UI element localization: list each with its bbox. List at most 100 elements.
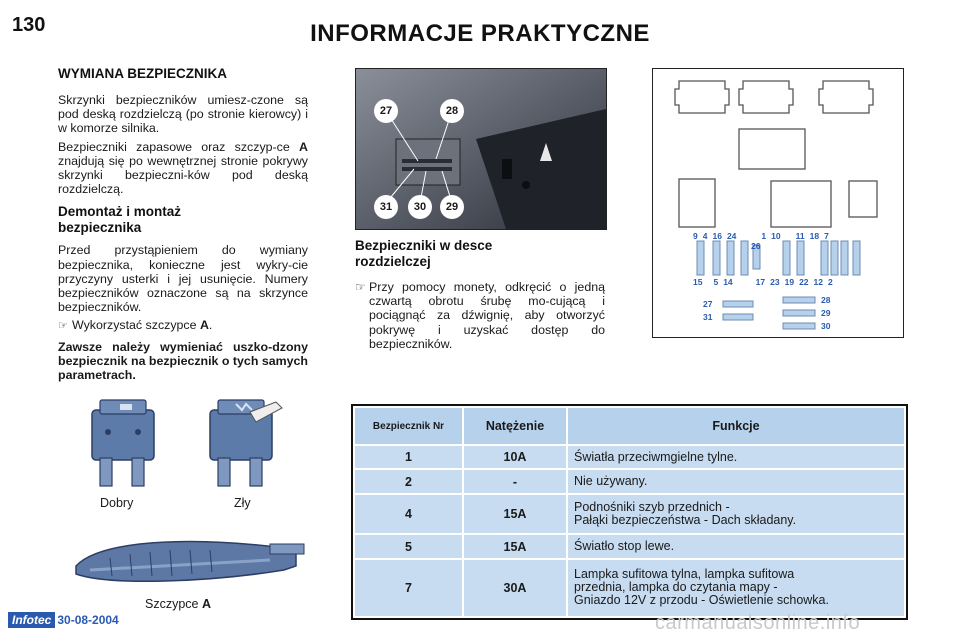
column-header-functions: Funkcje	[566, 406, 906, 446]
subheading-line: bezpiecznika	[58, 220, 142, 236]
column-header-fuse-number: Bezpiecznik Nr	[353, 406, 464, 446]
fuse-number: 14	[723, 277, 733, 287]
amperage-cell: 15A	[462, 533, 568, 560]
fuse-number: 9	[693, 231, 698, 241]
fuse-number: 31	[703, 312, 713, 322]
fuse-number: 26	[751, 241, 761, 251]
pliers-icon	[75, 540, 305, 582]
pliers-label-bold: A	[201, 597, 211, 611]
fuse-number: 2	[828, 277, 833, 287]
column-header-amperage: Natężenie	[462, 406, 568, 446]
intro-paragraph: Skrzynki bezpieczników umiesz-czone są p…	[58, 93, 308, 136]
function-line: Podnośniki szyb przednich -	[574, 500, 730, 515]
subheading: Demontaż i montaż bezpiecznika	[58, 204, 308, 236]
table-row: 1 10A Światła przeciwmgielne tylne.	[353, 443, 906, 471]
photo-callout: 27	[374, 99, 398, 123]
table-row: 2 - Nie używany.	[353, 468, 906, 495]
fuse-numbers-left: 27 31	[703, 298, 712, 324]
fuse-box-photo: 27 28 31 30 29	[355, 68, 607, 230]
fuse-number-cell: 7	[353, 557, 464, 619]
fuse-number: 30	[821, 321, 831, 331]
page-title: INFORMACJE PRAKTYCZNE	[310, 20, 650, 47]
paragraph-bold: A	[299, 139, 308, 154]
photo-callout: 30	[408, 195, 432, 219]
bullet-text: Przy pomocy monety, odkręcić o jedną czw…	[369, 280, 605, 351]
fuse-number: 5	[713, 277, 719, 287]
left-column: WYMIANA BEZPIECZNIKA Skrzynki bezpieczni…	[58, 66, 308, 382]
photo-callout: 29	[440, 195, 464, 219]
bullet-text: .	[208, 318, 213, 333]
fuse-number: 15	[693, 277, 703, 287]
print-date: 30-08-2004	[57, 613, 119, 627]
warning-paragraph: Zawsze należy wymieniać uszko-dzony bezp…	[58, 339, 308, 383]
subheading-line: rozdzielczej	[355, 254, 431, 269]
amperage-cell: -	[462, 468, 568, 495]
procedure-paragraph: Przed przystąpieniem do wymiany bezpiecz…	[58, 243, 308, 315]
fuse-numbers-top: 9 4 16 24 1 10 11 18 7	[693, 231, 873, 241]
fuse-number: 11	[795, 231, 805, 241]
function-line: Światło stop lewe.	[574, 539, 675, 554]
fuse-layout-drawing	[674, 80, 878, 330]
bullet-bold: A	[199, 318, 209, 333]
amperage-cell: 10A	[462, 443, 568, 471]
function-line: Światła przeciwmgielne tylne.	[574, 449, 738, 464]
function-cell: Światło stop lewe.	[566, 533, 906, 560]
fuse-number: 17	[755, 277, 766, 287]
paragraph-text: znajdują się po wewnętrznej stronie pokr…	[58, 153, 308, 197]
fuse-numbers-right: 28 29 30	[821, 294, 830, 333]
function-cell: Podnośniki szyb przednich - Pałąki bezpi…	[566, 492, 906, 536]
fuse-number: 4	[702, 231, 708, 241]
function-line: Pałąki bezpieczeństwa - Dach składany.	[574, 513, 797, 528]
good-fuse-label: Dobry	[100, 496, 134, 510]
fuse-number: 7	[824, 231, 829, 241]
fuse-table-container: Bezpiecznik Nr Natężenie Funkcje 1 10A Ś…	[351, 404, 908, 620]
function-line: Nie używany.	[574, 474, 648, 489]
middle-column: Bezpieczniki w desce rozdzielczej ☞ Przy…	[355, 238, 605, 351]
page-number: 130	[12, 14, 46, 36]
function-line: Lampka sufitowa tylna, lampka sufitowa	[574, 567, 795, 582]
fuse-box-diagram: 9 4 16 24 1 10 11 18 7 26 15 5 14 17 23 …	[652, 68, 904, 338]
infotec-logo: Infotec	[8, 612, 56, 628]
pliers-label: Szczypce A	[145, 597, 211, 611]
hand-pointer-icon: ☞	[58, 320, 68, 333]
fuse-number: 18	[809, 231, 820, 241]
section-heading: WYMIANA BEZPIECZNIKA	[58, 66, 227, 81]
function-cell: Lampka sufitowa tylna, lampka sufitowa p…	[566, 557, 906, 619]
function-cell: Nie używany.	[566, 468, 906, 495]
fuse-number-cell: 4	[353, 492, 464, 536]
amperage-cell: 15A	[462, 492, 568, 536]
table-row: 4 15A Podnośniki szyb przednich - Pałąki…	[353, 492, 906, 536]
fuse-number: 19	[784, 277, 795, 287]
bullet-text: Wykorzystać szczypce	[72, 318, 200, 333]
dashboard-photo-image	[356, 69, 606, 229]
pliers-bullet: ☞ Wykorzystać szczypce A.	[58, 318, 308, 333]
amperage-cell: 30A	[462, 557, 568, 619]
fuse-number-cell: 5	[353, 533, 464, 560]
fuse-number: 29	[821, 308, 831, 318]
fuse-table: Bezpiecznik Nr Natężenie Funkcje 1 10A Ś…	[353, 406, 906, 619]
fuse-illustration	[91, 399, 283, 487]
function-line: przednia, lampka do czytania mapy -	[574, 580, 778, 595]
fuse-number-cell: 1	[353, 443, 464, 471]
blown-fuse-icon	[209, 399, 283, 487]
fuse-number: 24	[726, 231, 737, 241]
table-header-row: Bezpiecznik Nr Natężenie Funkcje	[353, 406, 906, 446]
fuse-number: 27	[703, 299, 713, 309]
watermark: carmanualsonline.info	[655, 612, 861, 634]
fuse-number: 10	[771, 231, 781, 241]
good-fuse-icon	[91, 399, 155, 487]
fuse-number: 12	[813, 277, 824, 287]
photo-callout: 31	[374, 195, 398, 219]
instruction-bullet: ☞ Przy pomocy monety, odkręcić o jedną c…	[355, 280, 605, 351]
paragraph-text: Bezpieczniki zapasowe oraz szczyp-ce	[58, 139, 300, 154]
photo-callout: 28	[440, 99, 464, 123]
table-row: 7 30A Lampka sufitowa tylna, lampka sufi…	[353, 557, 906, 619]
subheading: Bezpieczniki w desce rozdzielczej	[355, 238, 605, 270]
table-row: 5 15A Światło stop lewe.	[353, 533, 906, 560]
subheading-line: Bezpieczniki w desce	[355, 238, 493, 253]
function-line: Gniazdo 12V z przodu - Oświetlenie schow…	[574, 593, 829, 608]
fuse-number: 1	[761, 231, 767, 241]
fuse-number: 23	[770, 277, 780, 287]
fuse-numbers-bottom: 15 5 14 17 23 19 22 12 2	[693, 277, 873, 287]
